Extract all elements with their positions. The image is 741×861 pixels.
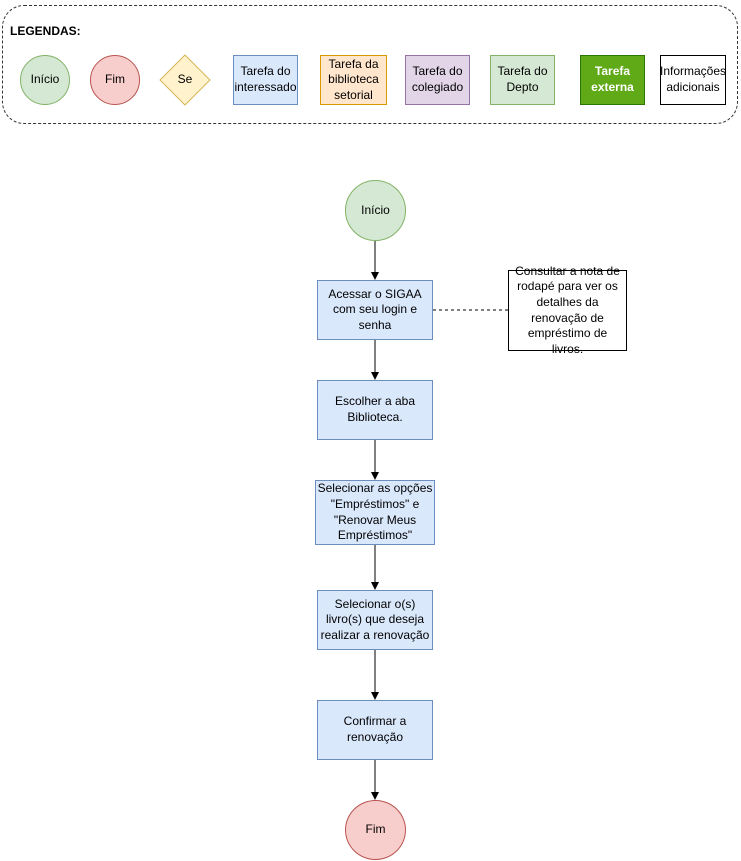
flow-note: Consultar a nota de rodapé para ver os d…: [508, 264, 627, 356]
legend-task-biblioteca: Tarefa da biblioteca setorial: [320, 55, 387, 105]
legend-start-circle: Início: [20, 55, 70, 105]
arrowhead: [371, 372, 379, 380]
arrowhead: [371, 472, 379, 480]
legend-task-depto: Tarefa do Depto: [490, 55, 555, 105]
arrowhead: [371, 692, 379, 700]
legend-task-colegiado: Tarefa do colegiado: [405, 55, 470, 105]
legend-task-externa: Tarefa externa: [580, 55, 645, 105]
legend-decision-label: Se: [177, 72, 193, 87]
flow-step-access-sigaa: Acessar o SIGAA com seu login e senha: [317, 280, 433, 340]
flow-step-choose-tab: Escolher a aba Biblioteca.: [317, 380, 433, 440]
arrowhead: [371, 582, 379, 590]
legend-decision-diamond: [159, 54, 211, 106]
legend-end-circle: Fim: [90, 55, 140, 105]
legend-info: Informações adicionais: [660, 55, 726, 105]
arrowhead: [371, 792, 379, 800]
legend-box: [2, 5, 738, 124]
arrowhead: [371, 272, 379, 280]
legend-title: LEGENDAS:: [10, 24, 81, 38]
flow-step-confirm: Confirmar a renovação: [317, 700, 433, 760]
flow-step-select-options: Selecionar as opções "Empréstimos" e "Re…: [315, 480, 435, 545]
flow-start-node: Início: [345, 180, 406, 241]
legend-task-interessado: Tarefa do interessado: [233, 55, 298, 105]
flow-step-select-books: Selecionar o(s) livro(s) que deseja real…: [317, 590, 433, 650]
flow-end-node: Fim: [345, 800, 406, 860]
